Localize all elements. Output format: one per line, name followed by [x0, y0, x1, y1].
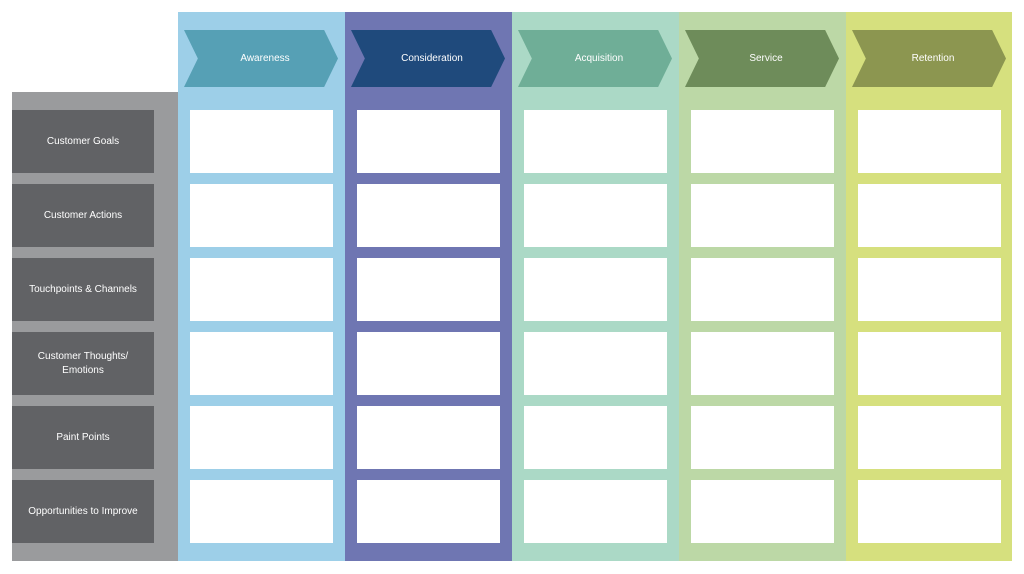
row-label-pain-points: Paint Points	[12, 406, 154, 469]
journey-cell[interactable]	[524, 258, 667, 321]
journey-cell[interactable]	[858, 258, 1001, 321]
stage-column-consideration: Consideration	[345, 12, 512, 561]
stage-label: Service	[749, 53, 783, 64]
journey-cell[interactable]	[524, 480, 667, 543]
stage-arrow-service: Service	[685, 30, 839, 87]
journey-cell[interactable]	[691, 258, 834, 321]
stage-label: Retention	[911, 53, 955, 64]
journey-cell[interactable]	[858, 480, 1001, 543]
journey-cell[interactable]	[691, 110, 834, 173]
stage-column-service: Service	[679, 12, 846, 561]
journey-cell[interactable]	[357, 184, 500, 247]
stage-arrow-consideration: Consideration	[351, 30, 505, 87]
row-label-opportunities: Opportunities to Improve	[12, 480, 154, 543]
journey-cell[interactable]	[190, 480, 333, 543]
journey-cell[interactable]	[524, 406, 667, 469]
journey-cell[interactable]	[524, 110, 667, 173]
journey-cell[interactable]	[357, 110, 500, 173]
journey-cell[interactable]	[858, 332, 1001, 395]
stage-arrow-retention: Retention	[852, 30, 1006, 87]
journey-cell[interactable]	[858, 110, 1001, 173]
journey-cell[interactable]	[691, 332, 834, 395]
row-label-customer-goals: Customer Goals	[12, 110, 154, 173]
journey-cell[interactable]	[858, 184, 1001, 247]
journey-cell[interactable]	[190, 258, 333, 321]
stage-label: Awareness	[240, 53, 290, 64]
stage-column-acquisition: Acquisition	[512, 12, 679, 561]
row-label-customer-thoughts-emotions: Customer Thoughts/ Emotions	[12, 332, 154, 395]
journey-cell[interactable]	[524, 184, 667, 247]
stage-arrow-acquisition: Acquisition	[518, 30, 672, 87]
row-label-customer-actions: Customer Actions	[12, 184, 154, 247]
journey-cell[interactable]	[691, 406, 834, 469]
journey-cell[interactable]	[190, 332, 333, 395]
row-label-touchpoints-channels: Touchpoints & Channels	[12, 258, 154, 321]
journey-cell[interactable]	[190, 110, 333, 173]
journey-cell[interactable]	[190, 184, 333, 247]
stage-label: Consideration	[401, 53, 463, 64]
journey-cell[interactable]	[357, 480, 500, 543]
stage-arrow-awareness: Awareness	[184, 30, 338, 87]
stage-column-retention: Retention	[846, 12, 1012, 561]
journey-cell[interactable]	[691, 480, 834, 543]
journey-cell[interactable]	[524, 332, 667, 395]
journey-cell[interactable]	[858, 406, 1001, 469]
journey-cell[interactable]	[691, 184, 834, 247]
stage-column-awareness: Awareness	[178, 12, 345, 561]
journey-cell[interactable]	[357, 258, 500, 321]
stage-label: Acquisition	[574, 53, 624, 64]
journey-cell[interactable]	[190, 406, 333, 469]
journey-cell[interactable]	[357, 406, 500, 469]
journey-cell[interactable]	[357, 332, 500, 395]
